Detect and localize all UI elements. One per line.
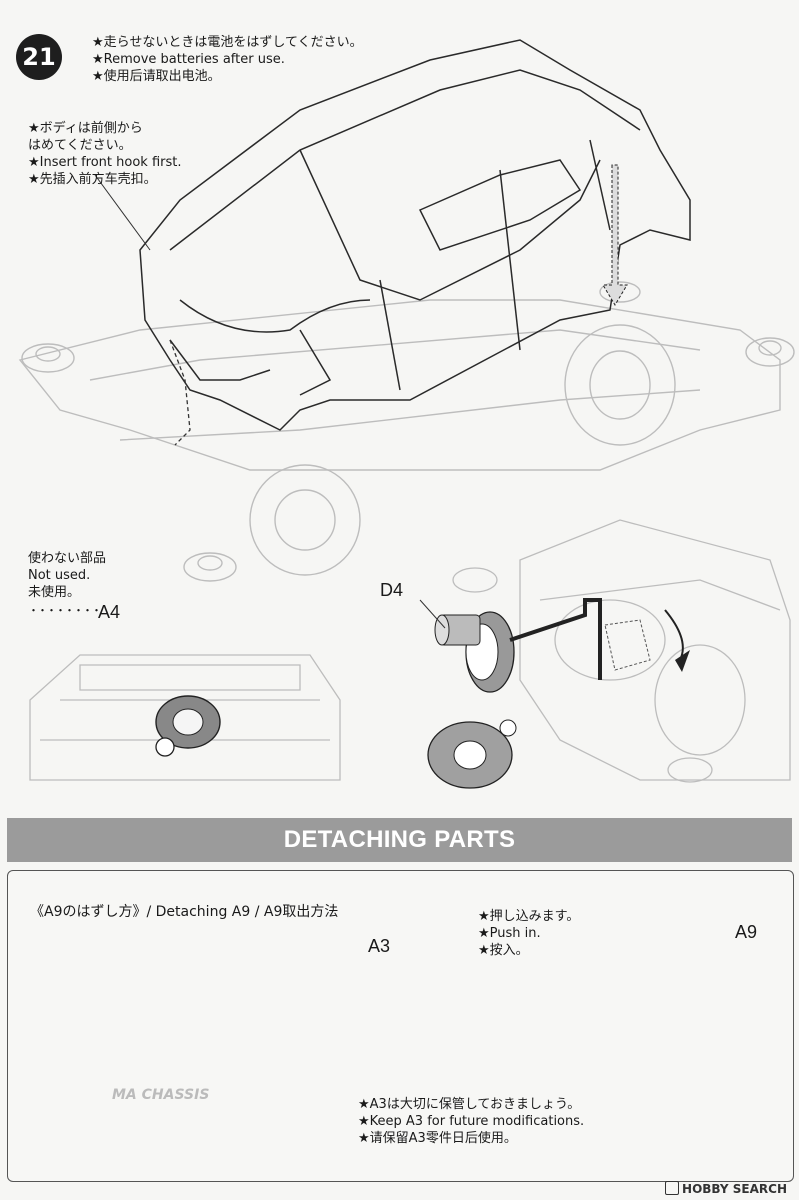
front-left-roller-icon: [21, 343, 75, 373]
d4-part-icon: [434, 611, 515, 693]
detach-panel-title: 《A9のはずし方》/ Detaching A9 / A9取出方法: [30, 904, 339, 920]
body-note-line: ★Insert front hook first.: [28, 155, 182, 170]
keep-note: ★A3は大切に保管しておきましょう。 ★Keep A3 for future m…: [358, 1096, 584, 1147]
rear-roller-icon: [745, 337, 795, 367]
push-note-line: ★按入。: [478, 943, 529, 958]
battery-note-line: ★走らせないときは電池をはずしてください。: [92, 35, 363, 50]
part-label-a9: A9: [735, 922, 758, 942]
rear-right-wheel-icon: [564, 324, 676, 446]
hobby-search-logo-icon: [665, 1181, 680, 1195]
chassis-frame: [18, 299, 781, 471]
body-note: ★ボディは前側から はめてください。 ★Insert front hook fi…: [28, 120, 181, 188]
unused-dots: ・・・・・・・・: [28, 604, 102, 617]
body-note-line: ★ボディは前側から: [28, 121, 143, 136]
part-label-a3: A3: [368, 936, 391, 956]
keep-note-line: ★A3は大切に保管しておきましょう。: [358, 1097, 581, 1112]
push-note-line: ★Push in.: [478, 926, 541, 941]
body-note-line: ★先插入前方车壳扣。: [28, 172, 157, 187]
section-banner-title: DETACHING PARTS: [283, 826, 516, 853]
part-label-d4: D4: [380, 580, 404, 600]
detach-panel: [7, 870, 794, 1182]
step-number-badge: 21: [16, 34, 62, 80]
footer-text: HOBBY SEARCH: [682, 1182, 787, 1196]
disc-part-icon: [427, 719, 517, 789]
keep-note-line: ★Keep A3 for future modifications.: [358, 1114, 585, 1129]
chassis-rear-view: [452, 519, 791, 783]
front-left-wheel-icon: [249, 464, 361, 576]
unused-note: 使わない部品 Not used. 未使用。: [28, 550, 106, 601]
keep-note-line: ★请保留A3零件日后使用。: [358, 1131, 517, 1146]
battery-note-line: ★Remove batteries after use.: [92, 52, 285, 67]
unused-note-line: Not used.: [28, 568, 91, 583]
part-label-a4: A4: [98, 602, 121, 622]
front-bottom-roller-icon: [183, 552, 237, 582]
down-arrow-icon: [602, 164, 628, 306]
chassis-logo: MA CHASSIS: [112, 1087, 210, 1103]
unused-note-line: 使わない部品: [28, 551, 107, 566]
battery-note-line: ★使用后请取出电池。: [92, 69, 221, 84]
body-note-line: はめてください。: [28, 138, 132, 153]
footer-watermark: HOBBY SEARCH: [665, 1181, 787, 1196]
section-banner: DETACHING PARTS: [7, 818, 792, 862]
push-note: ★押し込みます。 ★Push in. ★按入。: [478, 908, 579, 959]
push-note-line: ★押し込みます。: [478, 909, 580, 924]
battery-note: ★走らせないときは電池をはずしてください。 ★Remove batteries …: [92, 34, 363, 85]
car-body: [139, 39, 691, 431]
unused-note-line: 未使用。: [28, 585, 81, 600]
